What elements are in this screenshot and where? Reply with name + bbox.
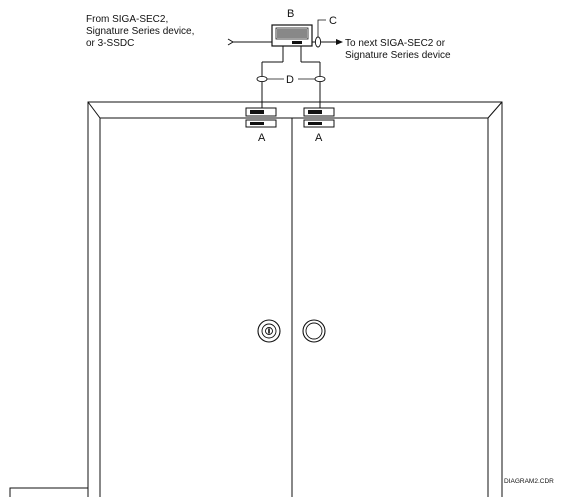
file-tag: DIAGRAM2.CDR: [504, 478, 554, 485]
module-b: [271, 24, 313, 47]
door-contact-right: [303, 107, 335, 128]
callout-a-right: A: [315, 132, 323, 144]
destination-label-line1: To next SIGA-SEC2 or: [345, 38, 446, 49]
left-door-knob-with-lock: [257, 319, 281, 343]
wiring-d: [256, 46, 326, 108]
destination-label-line2: Signature Series device: [345, 50, 451, 61]
door-contact-left: [245, 107, 277, 128]
source-label-line1: From SIGA-SEC2,: [86, 14, 168, 25]
source-label-line3: or 3-SSDC: [86, 38, 134, 49]
callout-a-left: A: [258, 132, 266, 144]
callout-c: C: [329, 15, 337, 27]
door-frame: [87, 101, 503, 497]
signal-line: [227, 36, 343, 48]
callout-d: D: [286, 74, 294, 86]
floor-line: [9, 487, 88, 497]
callout-b: B: [287, 8, 294, 20]
right-door-knob: [302, 319, 326, 343]
callout-c-leader: [317, 19, 326, 37]
source-label-line2: Signature Series device,: [86, 26, 194, 37]
